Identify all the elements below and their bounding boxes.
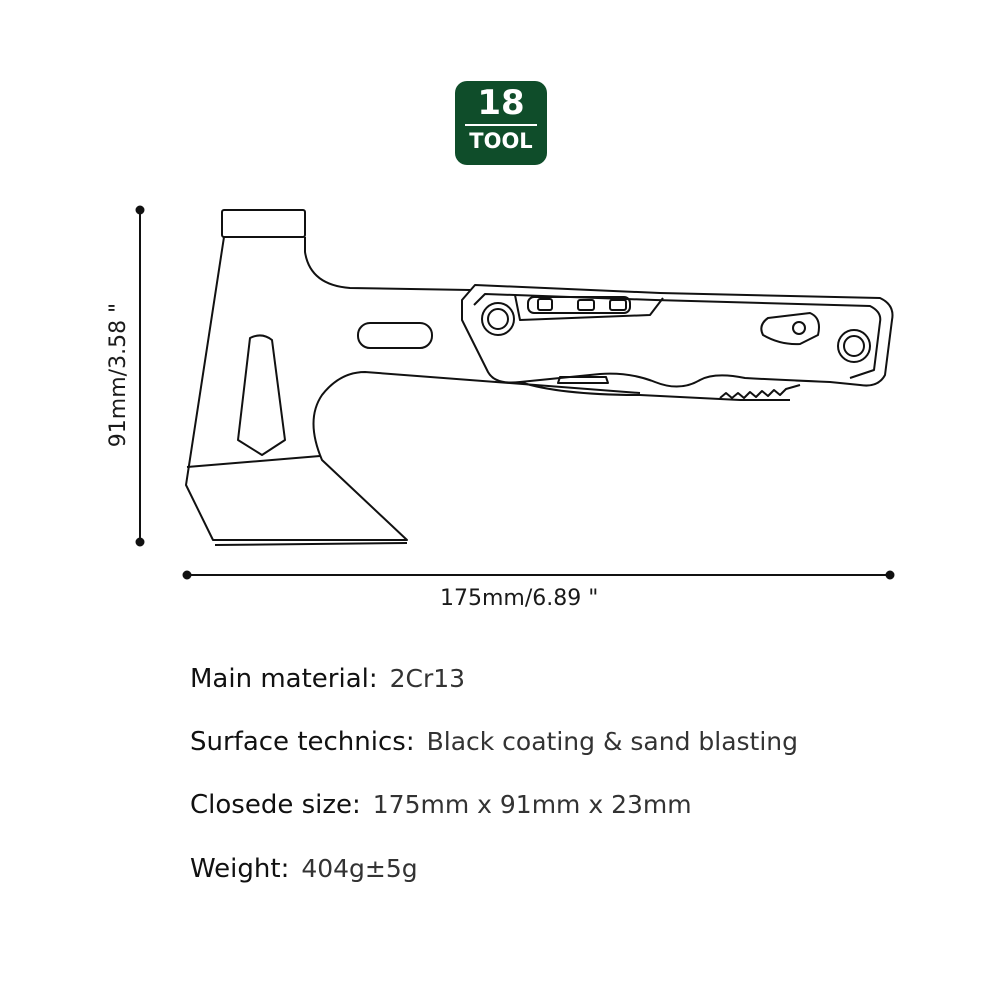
serrated-blade xyxy=(719,384,801,399)
spec-label: Main material: xyxy=(190,664,378,694)
handle xyxy=(461,284,894,401)
spec-value: Black coating & sand blasting xyxy=(426,727,799,756)
height-dimension-line xyxy=(135,205,145,547)
spec-closed-size: Closede size: 175mm x 91mm x 23mm xyxy=(190,790,692,820)
badge-label: TOOL xyxy=(469,129,533,153)
badge-divider xyxy=(465,124,537,126)
spec-value: 175mm x 91mm x 23mm xyxy=(372,790,692,819)
tool-count-badge: 18 TOOL xyxy=(455,81,547,165)
spec-main-material: Main material: 2Cr13 xyxy=(190,664,465,694)
axe-slot xyxy=(237,334,286,456)
spec-value: 2Cr13 xyxy=(389,664,466,693)
oval-hole xyxy=(357,322,433,349)
width-dimension-line xyxy=(182,570,895,580)
spec-weight: Weight: 404g±5g xyxy=(190,854,418,884)
spec-label: Weight: xyxy=(190,854,290,884)
axe-head xyxy=(185,209,641,546)
spec-label: Closede size: xyxy=(190,790,361,820)
badge-number: 18 xyxy=(477,83,525,123)
height-dimension-label: 91mm/3.58 " xyxy=(106,302,131,448)
spec-value: 404g±5g xyxy=(301,854,418,883)
spec-surface-technics: Surface technics: Black coating & sand bl… xyxy=(190,727,798,757)
spec-label: Surface technics: xyxy=(190,727,415,757)
width-dimension-label: 175mm/6.89 " xyxy=(440,586,599,611)
